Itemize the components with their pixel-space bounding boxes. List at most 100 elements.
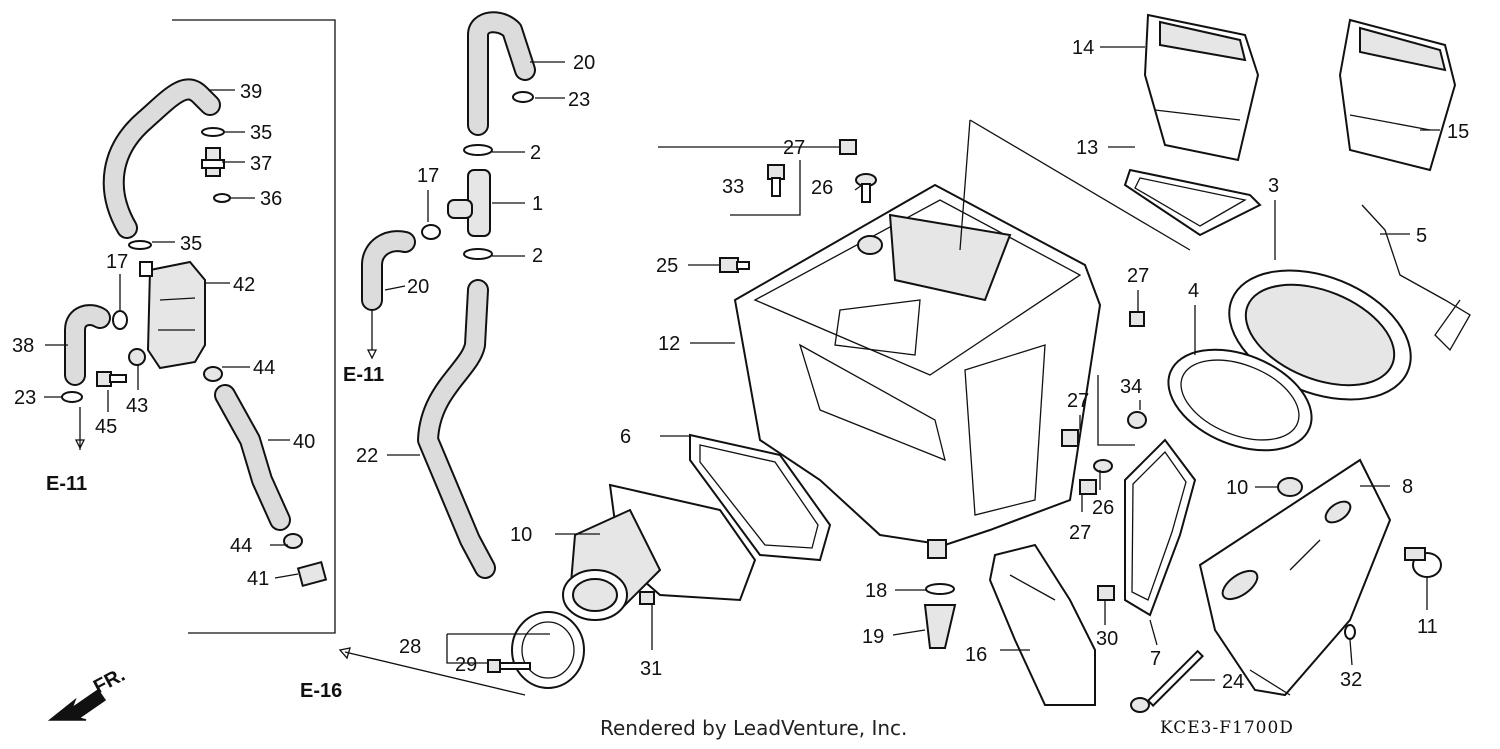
part-21-hose[interactable]	[467, 11, 536, 136]
part-25-bolt[interactable]	[719, 257, 750, 273]
callout-labels: 20 23 2 1 2 17 20 22 39 35 37 36 35 17 4…	[12, 37, 1469, 693]
callout-35: 35	[250, 122, 272, 144]
part-33-bolt[interactable]	[767, 164, 785, 197]
callout-6: 6	[620, 426, 631, 448]
callout-28: 28	[399, 636, 421, 658]
callout-18: 18	[865, 580, 887, 602]
callout-26b: 26	[1092, 497, 1114, 519]
reference-labels: E-11 E-11 E-16	[46, 364, 384, 702]
callout-2: 2	[530, 142, 541, 164]
callout-1: 1	[532, 193, 543, 215]
ref-arrows	[74, 349, 378, 660]
callout-23b: 23	[14, 387, 36, 409]
part-26-screw[interactable]	[855, 173, 1113, 473]
callout-8: 8	[1402, 476, 1413, 498]
callout-27d: 27	[1069, 522, 1091, 544]
diagram-code: KCE3-F1700D	[1160, 718, 1294, 738]
callout-37: 37	[250, 153, 272, 175]
callout-31: 31	[640, 658, 662, 680]
ref-e11-mid: E-11	[343, 364, 384, 386]
callout-24: 24	[1222, 671, 1244, 693]
callout-12: 12	[658, 333, 680, 355]
callout-40: 40	[293, 431, 315, 453]
callout-43: 43	[126, 395, 148, 417]
part-44-clamp[interactable]	[203, 366, 303, 549]
callout-39: 39	[240, 81, 262, 103]
part-32-collar[interactable]	[1344, 624, 1356, 640]
callout-30: 30	[1096, 628, 1118, 650]
part-34-screw[interactable]	[1127, 411, 1147, 429]
part-42-breather-tank[interactable]	[139, 260, 206, 370]
callout-27: 27	[783, 137, 805, 159]
callout-5: 5	[1416, 225, 1427, 247]
part-16-cover[interactable]	[988, 543, 1096, 706]
part-12-air-cleaner-case[interactable]	[733, 119, 1191, 559]
callout-14: 14	[1072, 37, 1094, 59]
part-35-clip[interactable]	[128, 127, 225, 250]
part-31-screw[interactable]	[639, 591, 655, 605]
callout-34: 34	[1120, 376, 1142, 398]
callout-23: 23	[568, 89, 590, 111]
part-8-side-cover[interactable]	[1198, 458, 1392, 697]
leader-lines	[44, 46, 1440, 696]
callout-38: 38	[12, 335, 34, 357]
callout-33: 33	[722, 176, 744, 198]
part-18-clip[interactable]	[925, 583, 955, 595]
part-37-valve[interactable]	[201, 147, 225, 177]
callout-36: 36	[260, 188, 282, 210]
callout-17b: 17	[106, 251, 128, 273]
part-43-nut[interactable]	[128, 348, 146, 366]
callout-10: 10	[1226, 477, 1248, 499]
callout-35b: 35	[180, 233, 202, 255]
callout-42: 42	[233, 274, 255, 296]
part-36-clip[interactable]	[213, 193, 231, 203]
callout-22: 22	[356, 445, 378, 467]
callout-3: 3	[1268, 175, 1279, 197]
part-19-drain-plug[interactable]	[923, 604, 957, 649]
part-14-funnel[interactable]	[1143, 13, 1260, 162]
part-24-bolt[interactable]	[1130, 649, 1204, 713]
part-13-gasket[interactable]	[1123, 168, 1262, 237]
part-41-bolt[interactable]	[296, 560, 328, 588]
part-2-clip[interactable]	[463, 144, 493, 260]
ref-e11-left: E-11	[46, 473, 87, 495]
callout-19: 19	[862, 626, 884, 648]
part-9-connecting-tube[interactable]	[562, 483, 757, 621]
callout-2b: 2	[532, 245, 543, 267]
callout-41: 41	[247, 568, 269, 590]
callout-15: 15	[1447, 121, 1469, 143]
credit-text: Rendered by LeadVenture, Inc.	[600, 716, 908, 740]
part-11-bolt[interactable]	[1404, 547, 1442, 578]
callout-44b: 44	[230, 535, 252, 557]
part-40-hose[interactable]	[214, 384, 291, 531]
callout-20: 20	[407, 276, 429, 298]
part-45-bolt[interactable]	[96, 371, 127, 387]
callout-27b: 27	[1127, 265, 1149, 287]
callout-25: 25	[656, 255, 678, 277]
fr-direction-arrow: FR.	[47, 664, 129, 721]
part-17-clip[interactable]	[112, 224, 441, 330]
part-23-clip[interactable]	[61, 91, 534, 403]
part-28-band[interactable]	[511, 611, 585, 689]
part-22-hose[interactable]	[417, 279, 496, 579]
callout-11: 11	[1417, 616, 1438, 638]
group-bracket	[172, 19, 336, 634]
callout-21: 20	[573, 52, 595, 74]
part-5-holder[interactable]	[1361, 204, 1471, 352]
ref-e16: E-16	[300, 680, 342, 702]
part-39-hose[interactable]	[102, 78, 221, 239]
part-10-grommet[interactable]	[1277, 477, 1303, 497]
part-20-hose[interactable]	[361, 230, 416, 311]
part-6-gasket[interactable]	[689, 433, 832, 562]
part-15-funnel[interactable]	[1338, 18, 1457, 172]
part-1-joint[interactable]	[447, 169, 491, 237]
callout-27c: 27	[1067, 390, 1089, 412]
part-29-screw[interactable]	[487, 659, 531, 673]
callout-4: 4	[1188, 280, 1199, 302]
part-7-gasket[interactable]	[1124, 438, 1197, 617]
callout-45: 45	[95, 416, 117, 438]
part-30-screw[interactable]	[1097, 585, 1115, 601]
part-38-hose[interactable]	[64, 304, 111, 386]
part-27-nut[interactable]	[839, 139, 1145, 495]
part-4-element[interactable]	[1154, 330, 1327, 470]
